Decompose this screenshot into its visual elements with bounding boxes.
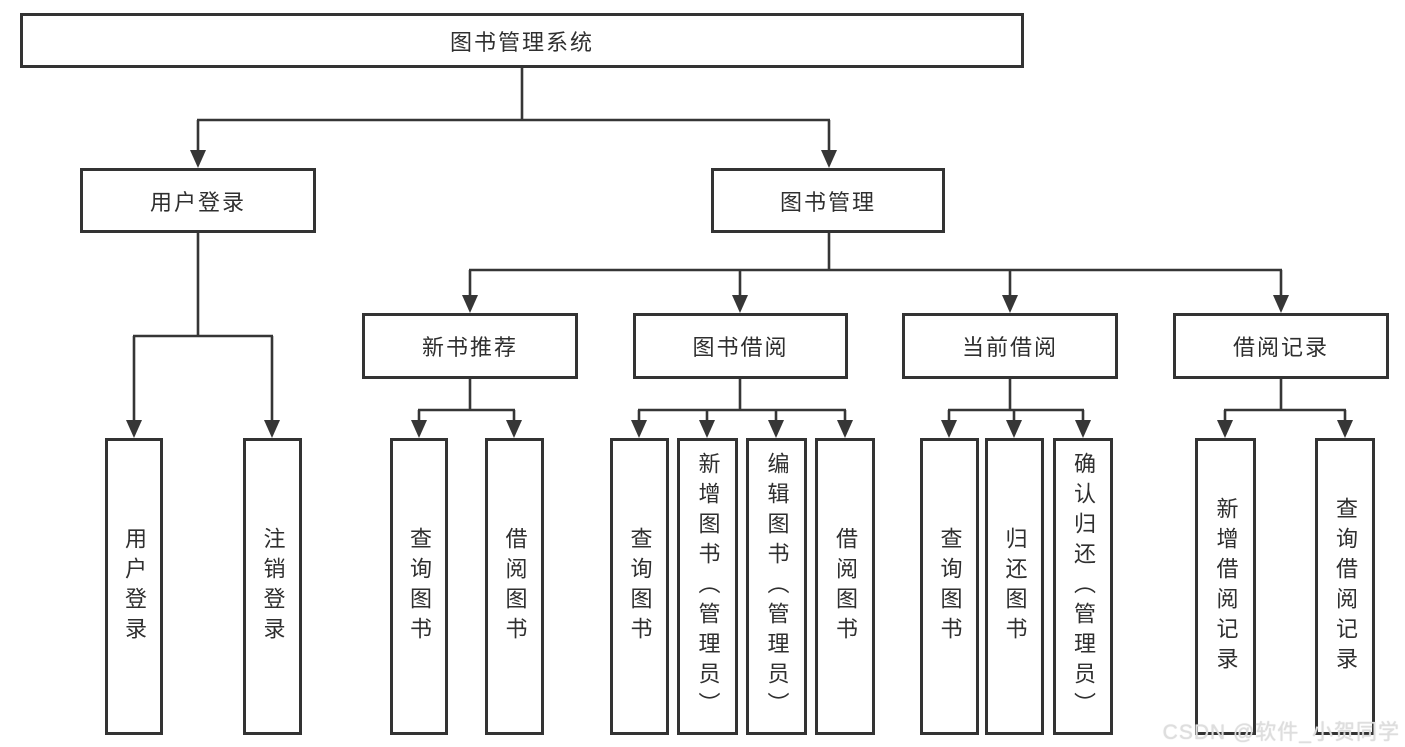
leaf-edit-book-admin: 编辑图书（管理员）	[746, 438, 807, 735]
node-new-book-recommendation: 新书推荐	[362, 313, 578, 379]
leaf-borrow-book: 借阅图书	[815, 438, 875, 735]
leaf-return-book: 归还图书	[985, 438, 1044, 735]
node-current-borrowing: 当前借阅	[902, 313, 1118, 379]
node-root-system: 图书管理系统	[20, 13, 1024, 68]
leaf-query-book-recommend: 查询图书	[390, 438, 448, 735]
leaf-query-book-borrowing: 查询图书	[610, 438, 669, 735]
node-borrowing-records: 借阅记录	[1173, 313, 1389, 379]
node-book-borrowing: 图书借阅	[633, 313, 848, 379]
leaf-query-borrow-record: 查询借阅记录	[1315, 438, 1375, 735]
leaf-borrow-book-recommend: 借阅图书	[485, 438, 544, 735]
node-book-management: 图书管理	[711, 168, 945, 233]
leaf-confirm-return-admin: 确认归还（管理员）	[1053, 438, 1113, 735]
leaf-add-book-admin: 新增图书（管理员）	[677, 438, 738, 735]
node-user-login: 用户登录	[80, 168, 316, 233]
leaf-logout: 注销登录	[243, 438, 302, 735]
leaf-add-borrow-record: 新增借阅记录	[1195, 438, 1256, 735]
leaf-user-login: 用户登录	[105, 438, 163, 735]
leaf-query-book-current: 查询图书	[920, 438, 979, 735]
csdn-watermark: CSDN @软件_小贺同学	[1162, 721, 1400, 744]
